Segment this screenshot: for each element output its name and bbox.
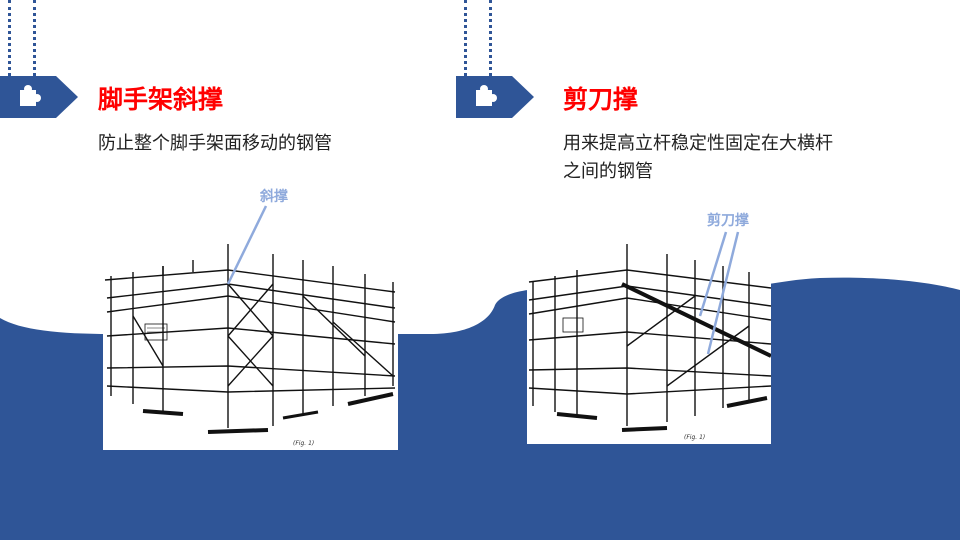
left-badge <box>0 76 80 118</box>
left-callout-label: 斜撑 <box>260 189 288 205</box>
right-callout-label: 剪刀撑 <box>707 213 749 229</box>
right-fig-caption: (Fig. 1) <box>684 434 706 441</box>
dotted-line-left-b <box>33 0 36 76</box>
right-title: 剪刀撑 <box>563 85 639 114</box>
left-scaffold-image <box>103 236 398 450</box>
left-fig-caption: (Fig. 1) <box>293 440 315 447</box>
dotted-line-right-a <box>464 0 467 76</box>
right-scaffold-image <box>527 236 771 444</box>
dotted-line-right-b <box>489 0 492 76</box>
puzzle-icon <box>20 85 41 106</box>
puzzle-icon <box>476 85 497 106</box>
right-description: 用来提高立杆稳定性固定在大横杆之间的钢管 <box>563 133 833 182</box>
dotted-line-left-a <box>8 0 11 76</box>
left-title: 脚手架斜撑 <box>98 85 224 114</box>
right-badge <box>456 76 536 118</box>
left-description: 防止整个脚手架面移动的钢管 <box>98 133 332 154</box>
